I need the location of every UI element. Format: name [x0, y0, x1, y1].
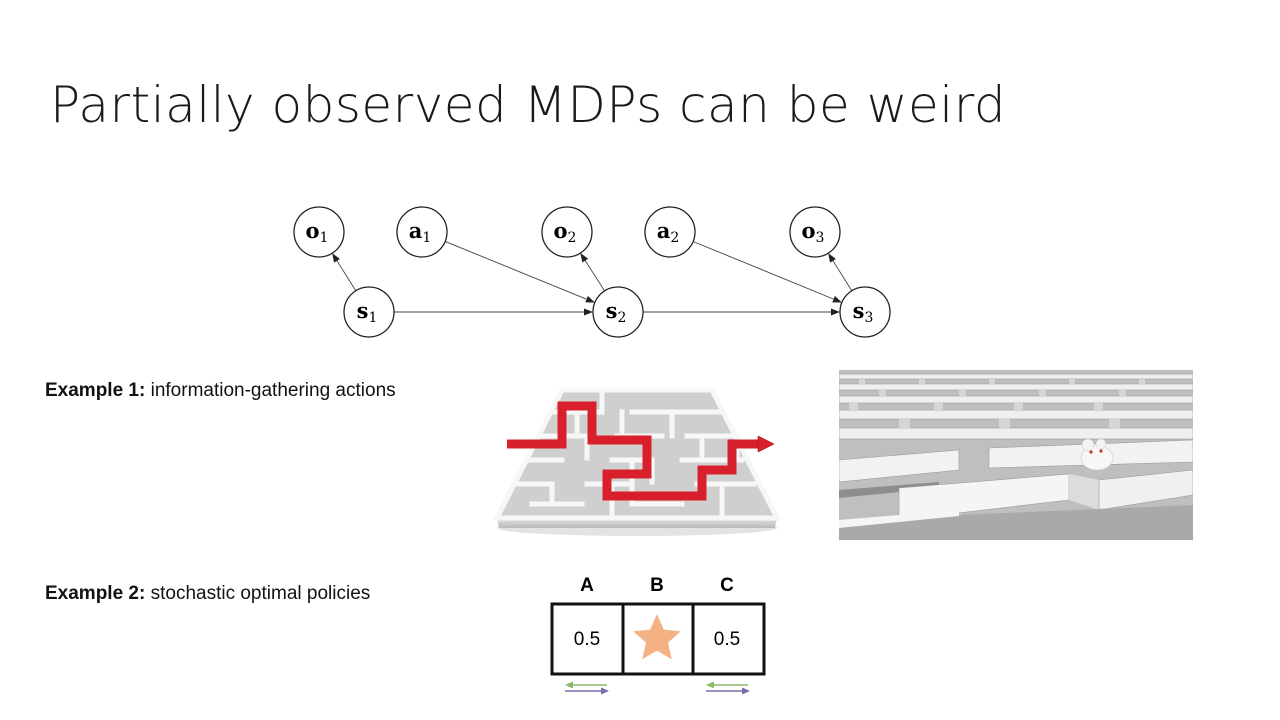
example-1-label: Example 1:: [45, 380, 146, 401]
left-arrow-a: [565, 681, 607, 689]
node-a1: a1: [396, 206, 448, 258]
column-label-b: B: [650, 575, 664, 596]
edge-a2-to-s3: [692, 241, 842, 303]
node-label-s1: s1: [357, 298, 378, 326]
edge-s1-to-o1: [332, 253, 357, 292]
node-a2: a2: [644, 206, 696, 258]
slide-title: Partially observed MDPs can be weird: [50, 76, 1007, 134]
column-label-c: C: [720, 575, 734, 596]
example-2: Example 2: stochastic optimal policies: [45, 583, 370, 605]
maze-solution-image: [492, 387, 782, 536]
right-arrow-c: [706, 687, 750, 695]
node-label-o2: o2: [554, 218, 577, 246]
grid-world: A B C 0.5 0.5: [550, 575, 766, 695]
node-o2: o2: [541, 206, 593, 258]
maze-walls: [839, 370, 1193, 540]
node-label-s2: s2: [606, 298, 627, 326]
edge-s2-to-o2: [580, 253, 605, 292]
node-s2: s2: [592, 286, 644, 338]
column-label-a: A: [580, 575, 594, 596]
star-icon: [633, 614, 681, 660]
example-2-label: Example 2:: [45, 583, 146, 604]
example-1-text: information-gathering actions: [150, 380, 396, 401]
node-o1: o1: [293, 206, 345, 258]
node-label-o1: o1: [306, 218, 329, 246]
node-label-a1: a1: [409, 218, 432, 246]
pomdp-graph: o1 a1 o2 a2 o3 s1 s2 s3: [293, 206, 891, 338]
edge-s3-to-o3: [828, 253, 853, 292]
edge-a1-to-s2: [444, 241, 595, 303]
node-label-a2: a2: [657, 218, 680, 246]
node-label-s3: s3: [853, 298, 874, 326]
maze-rat-image: [839, 370, 1193, 540]
node-label-o3: o3: [802, 218, 825, 246]
example-2-text: stochastic optimal policies: [150, 583, 371, 604]
cell-c-value: 0.5: [714, 629, 740, 650]
node-s1: s1: [343, 286, 395, 338]
node-s3: s3: [839, 286, 891, 338]
node-o3: o3: [789, 206, 841, 258]
right-arrow-a: [565, 687, 609, 695]
example-1: Example 1: information-gathering actions: [45, 380, 396, 402]
cell-a-value: 0.5: [574, 629, 600, 650]
left-arrow-c: [706, 681, 748, 689]
